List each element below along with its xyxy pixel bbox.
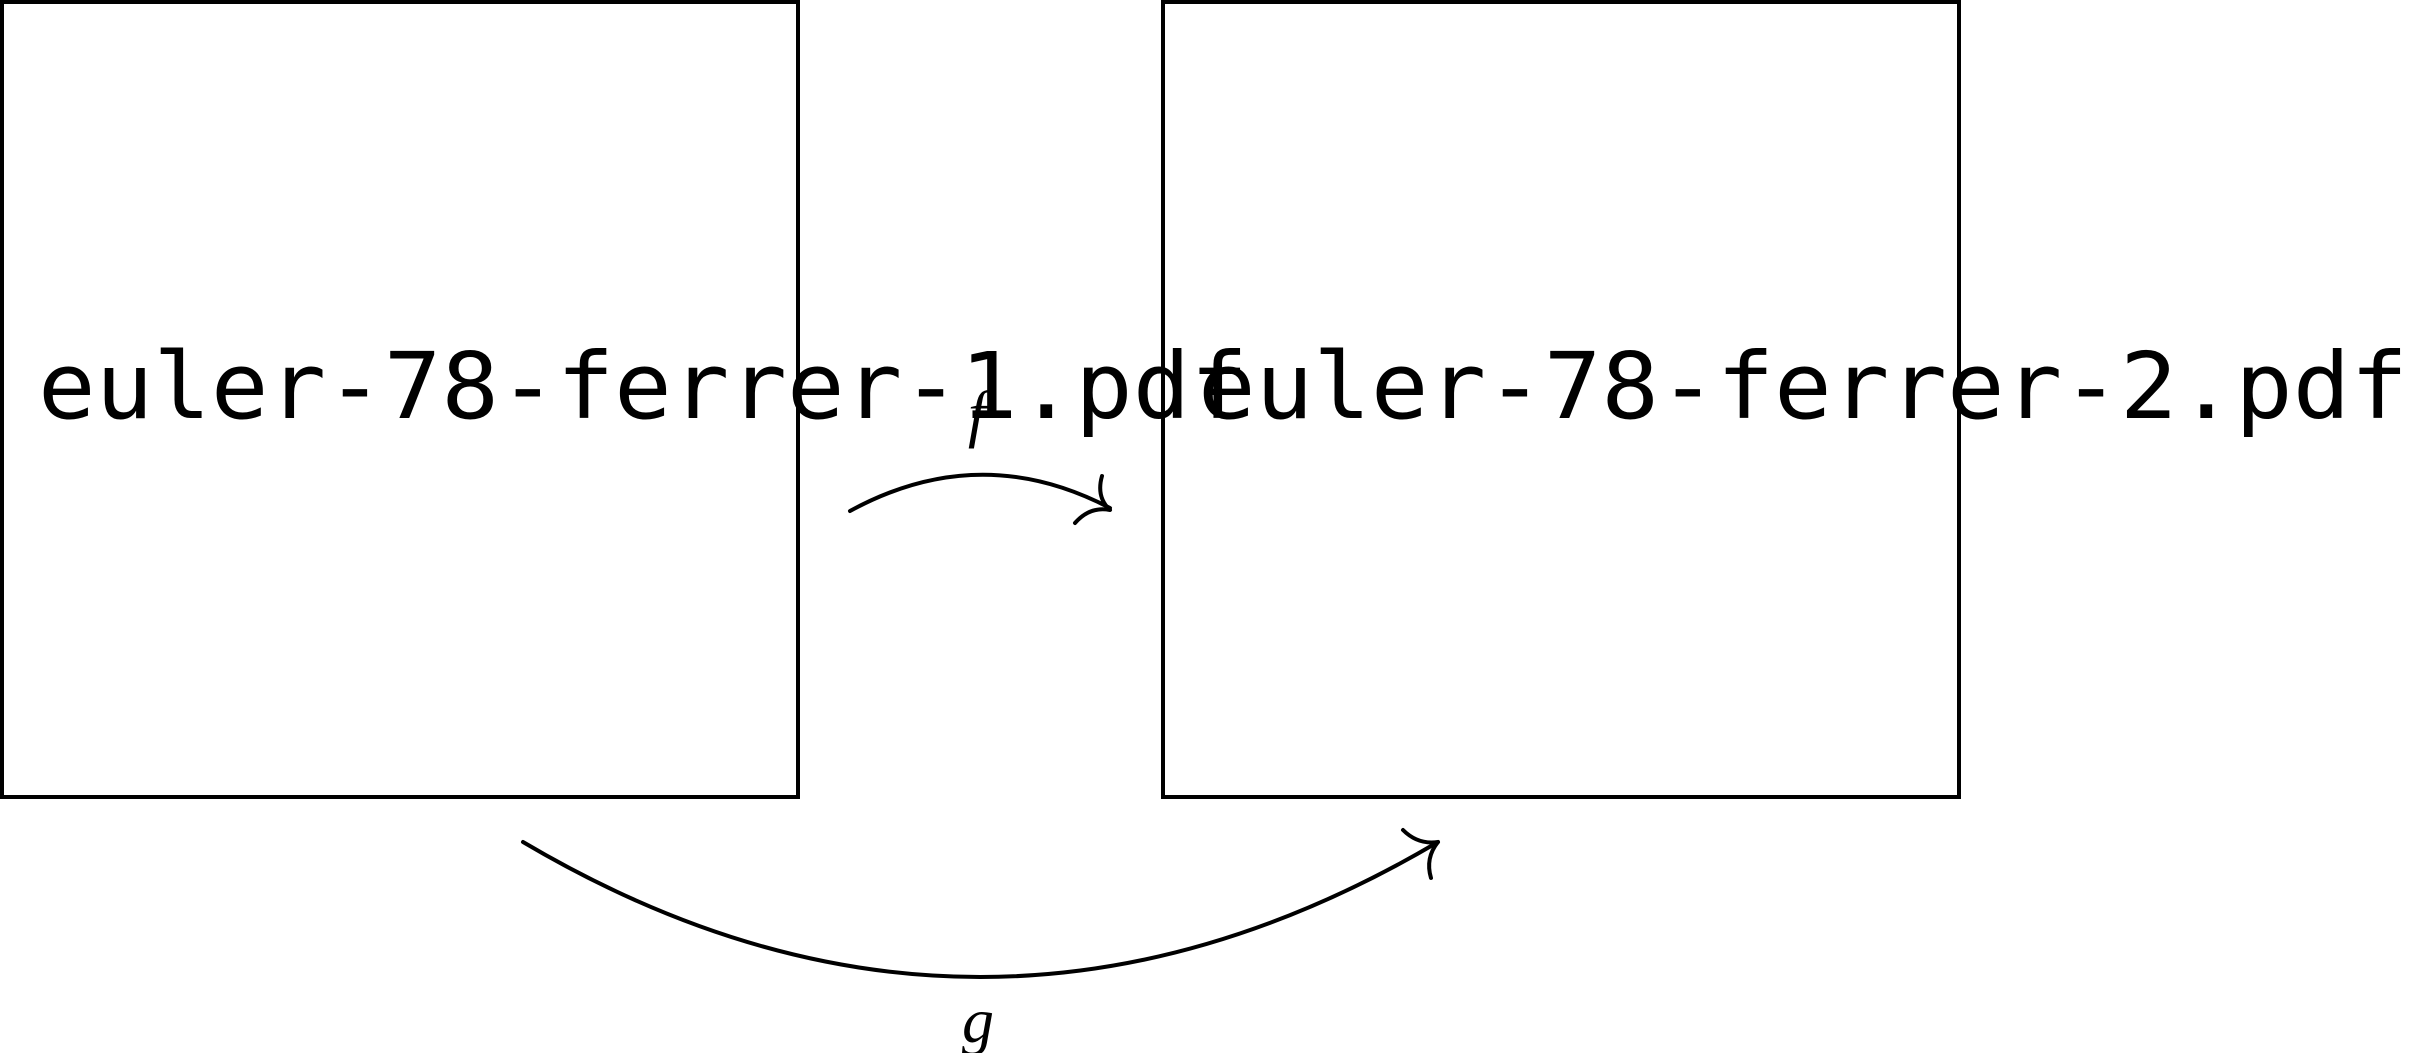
- arrow-g: g: [521, 828, 1440, 1053]
- arrow-g-label: g: [962, 985, 994, 1053]
- arrow-f: f: [848, 378, 1112, 525]
- node-right: euler-78-ferrer-2.pdf: [1161, 0, 2408, 799]
- arrow-g-shaft: [521, 840, 1440, 979]
- node-left: euler-78-ferrer-1.pdf: [0, 0, 1248, 799]
- arrow-f-shaft: [848, 472, 1112, 513]
- image-placeholder-left: [0, 0, 800, 799]
- arrow-g-head: [1401, 828, 1440, 880]
- node-label-left: euler-78-ferrer-1.pdf: [38, 333, 1248, 440]
- arrow-f-head: [1073, 474, 1112, 525]
- node-label-right: euler-78-ferrer-2.pdf: [1198, 333, 2408, 440]
- image-placeholder-right: [1161, 0, 1961, 799]
